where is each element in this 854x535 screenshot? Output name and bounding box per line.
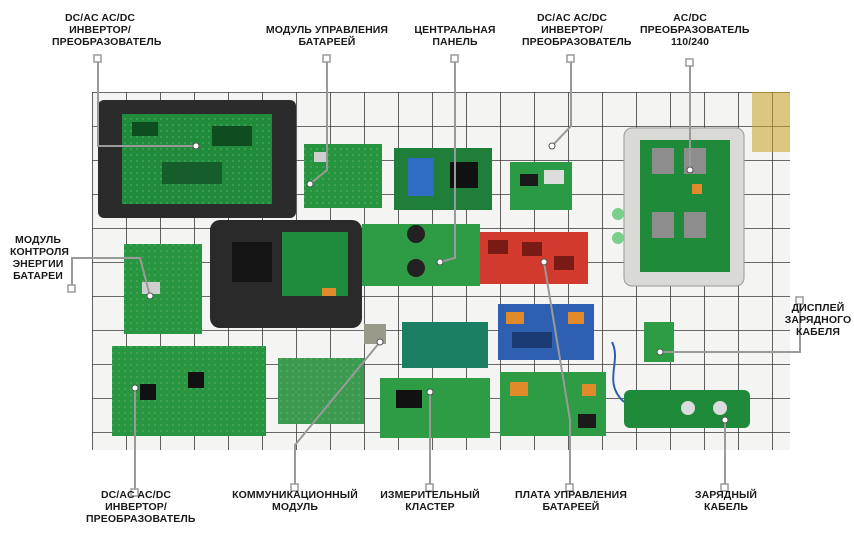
red-control-boards <box>480 232 588 284</box>
inverter-housing-top-left <box>98 100 296 218</box>
acdc-converter <box>612 127 745 287</box>
charge-cable-board <box>611 341 750 428</box>
label-comm-module: КОММУНИКАЦИОННЫЙ МОДУЛЬ <box>232 489 358 513</box>
label-inverter-bottom: DC/AC AC/DC ИНВЕРТОР/ ПРЕОБРАЗОВАТЕЛЬ <box>86 489 196 525</box>
energy-control-board <box>124 244 202 334</box>
inverter-small-top <box>510 162 572 210</box>
electronics-photo <box>92 92 790 450</box>
label-meter-cluster: ИЗМЕРИТЕЛЬНЫЙ КЛАСТЕР <box>380 489 480 513</box>
label-central-panel: ЦЕНТРАЛЬНАЯ ПАНЕЛЬ <box>414 24 496 48</box>
label-inverter-top-mid: DC/AC AC/DC ИНВЕРТОР/ ПРЕОБРАЗОВАТЕЛЬ <box>522 12 632 48</box>
battery-energy-housing <box>210 220 362 328</box>
electronics-illustration <box>92 92 790 450</box>
meter-cluster-board <box>380 322 490 438</box>
label-charge-cable: ЗАРЯДНЫЙ КАБЕЛЬ <box>694 489 758 513</box>
charge-display-board <box>644 322 674 362</box>
label-inverter-top-left: DC/AC AC/DC ИНВЕРТОР/ ПРЕОБРАЗОВАТЕЛЬ <box>52 12 162 48</box>
label-acdc-converter: AC/DC ПРЕОБРАЗОВАТЕЛЬ 110/240 <box>640 12 750 48</box>
battery-control-plate <box>500 372 606 436</box>
label-bms: МОДУЛЬ УПРАВЛЕНИЯ БАТАРЕЕЙ <box>265 24 389 48</box>
label-battery-board: ПЛАТА УПРАВЛЕНИЯ БАТАРЕЕЙ <box>515 489 627 513</box>
label-energy-module: МОДУЛЬ КОНТРОЛЯ ЭНЕРГИИ БАТАРЕИ <box>10 234 70 282</box>
blue-control-boards <box>498 304 594 360</box>
bms-board <box>304 144 382 208</box>
label-charge-display: ДИСПЛЕЙ ЗАРЯДНОГО КАБЕЛЯ <box>784 302 852 338</box>
inverter-board-bottom-left <box>112 346 266 436</box>
